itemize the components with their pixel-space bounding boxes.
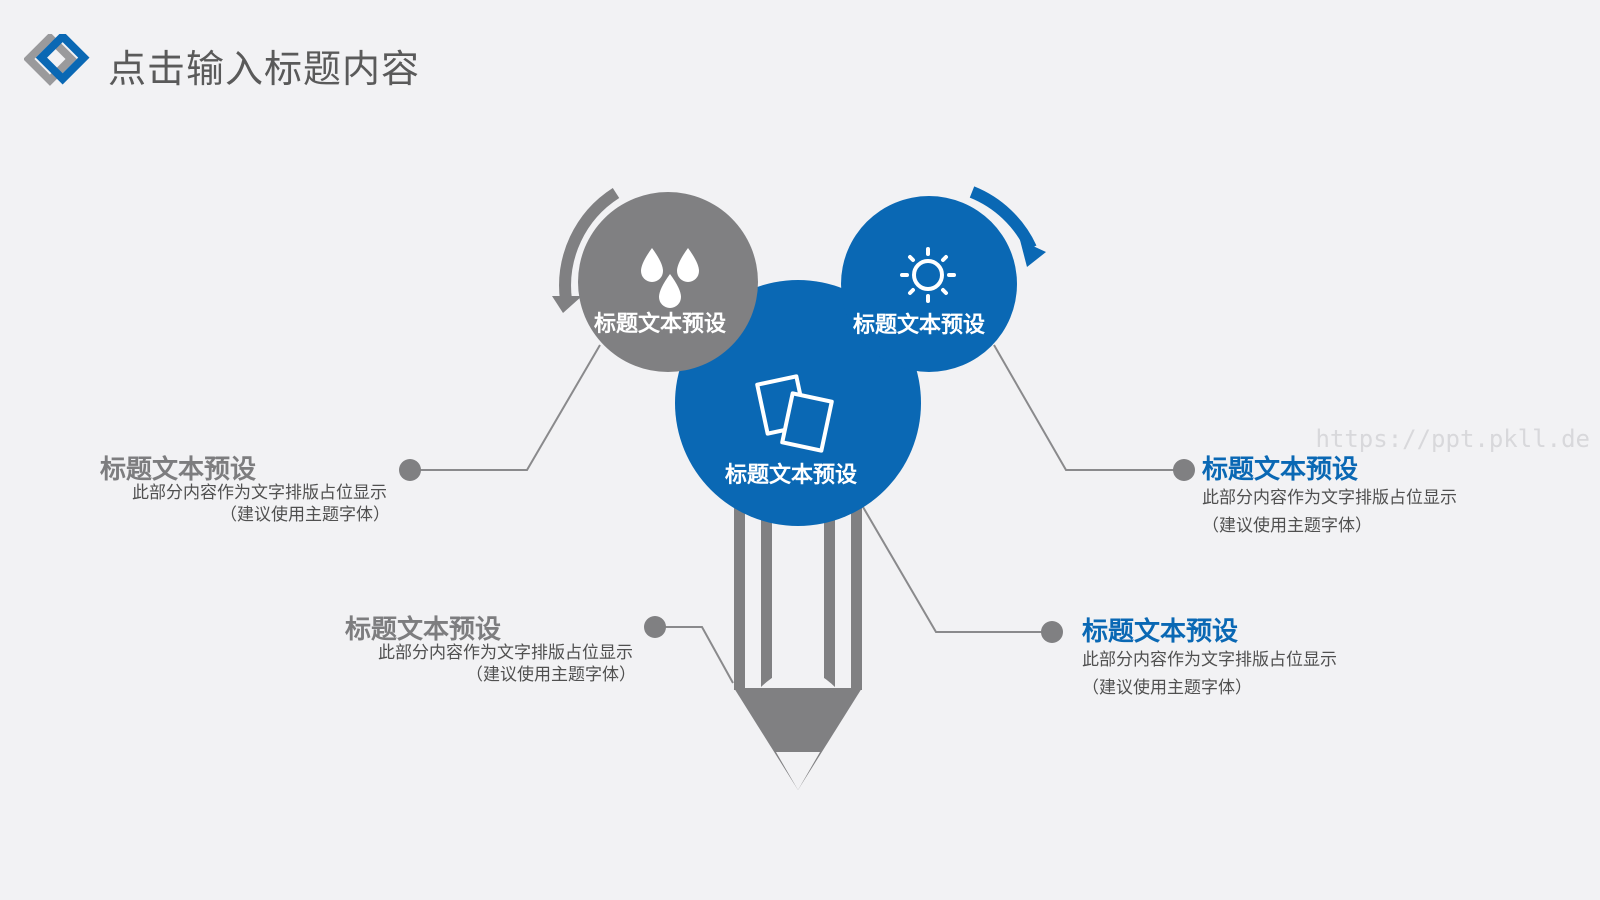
arrow-left-icon (559, 187, 620, 301)
item-left-bottom-line2: （建议使用主题字体） (466, 665, 636, 685)
watermark: https://ppt.pkll.de (1315, 425, 1590, 453)
item-right-bottom-line1: 此部分内容作为文字排版占位显示 (1082, 650, 1337, 670)
item-left-top-line1: 此部分内容作为文字排版占位显示 (132, 483, 387, 503)
item-right-bottom-title: 标题文本预设 (1082, 617, 1239, 647)
sun-icon (900, 247, 956, 303)
pencil-icon (734, 500, 862, 790)
connector-right-top (993, 344, 1184, 471)
dot-right-top (1173, 459, 1195, 481)
item-left-bottom-title: 标题文本预设 (345, 615, 502, 645)
page-title: 点击输入标题内容 (108, 47, 421, 91)
connector-left-bottom (655, 626, 734, 684)
water-drops-icon (641, 248, 699, 308)
item-right-top-title: 标题文本预设 (1202, 455, 1359, 485)
dot-right-bottom (1041, 621, 1063, 643)
dot-left-bottom (644, 616, 666, 638)
item-right-top-line1: 此部分内容作为文字排版占位显示 (1202, 488, 1457, 508)
circle-right (841, 196, 1017, 372)
dot-left-top (399, 459, 421, 481)
documents-icon (755, 374, 834, 453)
connector-right-bottom (862, 506, 1052, 633)
connector-left-top (410, 344, 601, 471)
item-right-top-line2: （建议使用主题字体） (1202, 516, 1372, 536)
arrow-right-icon (969, 186, 1037, 251)
item-left-top-title: 标题文本预设 (100, 455, 257, 485)
double-diamond-logo-icon (24, 34, 90, 86)
circle-left-label: 标题文本预设 (594, 312, 727, 337)
item-left-bottom-line1: 此部分内容作为文字排版占位显示 (378, 643, 633, 663)
item-left-top-line2: （建议使用主题字体） (220, 505, 390, 525)
circle-center-label: 标题文本预设 (725, 463, 858, 488)
item-right-bottom-line2: （建议使用主题字体） (1082, 678, 1252, 698)
circle-right-label: 标题文本预设 (853, 313, 986, 338)
